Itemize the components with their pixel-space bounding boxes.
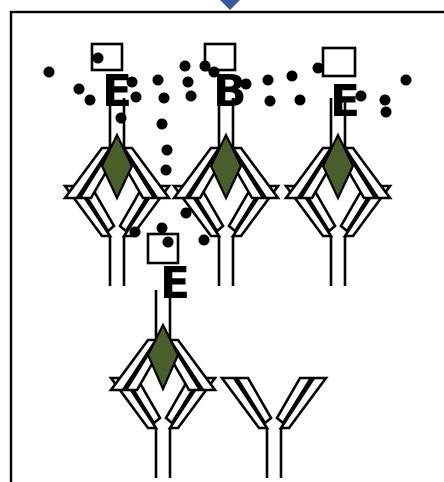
dot-icon <box>162 236 174 248</box>
dot-icon <box>286 70 298 82</box>
dot-icon <box>355 90 367 102</box>
marker-glyph: E <box>102 66 132 117</box>
dot-icon <box>158 92 170 104</box>
dot-icon <box>161 144 173 156</box>
receptor-unit-1: E <box>63 42 171 288</box>
dot-icon <box>152 74 164 86</box>
dot-icon <box>185 90 197 102</box>
dot-icon <box>160 164 172 176</box>
dot-icon <box>43 66 55 78</box>
dot-icon <box>312 62 324 74</box>
arrow-down-icon <box>220 0 240 10</box>
dot-icon <box>262 74 274 86</box>
marker-glyph: E <box>160 258 190 309</box>
dot-icon <box>130 91 142 103</box>
dot-icon <box>264 95 276 107</box>
receptor-unit-4: E <box>109 232 217 480</box>
dot-icon <box>380 106 392 118</box>
receptor-unit-2: B <box>172 42 280 288</box>
dot-icon <box>180 207 192 219</box>
green-diamond-icon <box>209 132 243 201</box>
dot-icon <box>92 52 104 64</box>
green-diamond-icon <box>146 322 180 392</box>
dot-icon <box>115 112 127 124</box>
green-diamond-icon <box>321 132 355 201</box>
dot-icon <box>73 83 85 95</box>
dot-icon <box>156 222 168 234</box>
dot-icon <box>179 60 191 72</box>
tag-box <box>146 232 180 265</box>
dot-icon <box>294 94 306 106</box>
dot-icon <box>126 76 138 88</box>
dot-icon <box>199 60 211 72</box>
dot-icon <box>240 78 252 90</box>
dot-icon <box>400 74 412 86</box>
dot-icon <box>208 66 220 78</box>
tag-box <box>321 46 357 78</box>
particle-cluster <box>43 52 412 248</box>
dot-icon <box>379 94 391 106</box>
green-diamond-icon <box>100 132 134 201</box>
dot-icon <box>182 76 194 88</box>
dot-icon <box>156 118 168 130</box>
dot-icon <box>84 94 96 106</box>
dot-icon <box>129 226 141 238</box>
dot-icon <box>198 234 210 246</box>
receptor-unit-3: E <box>284 46 392 288</box>
marker-glyph: E <box>330 76 360 127</box>
